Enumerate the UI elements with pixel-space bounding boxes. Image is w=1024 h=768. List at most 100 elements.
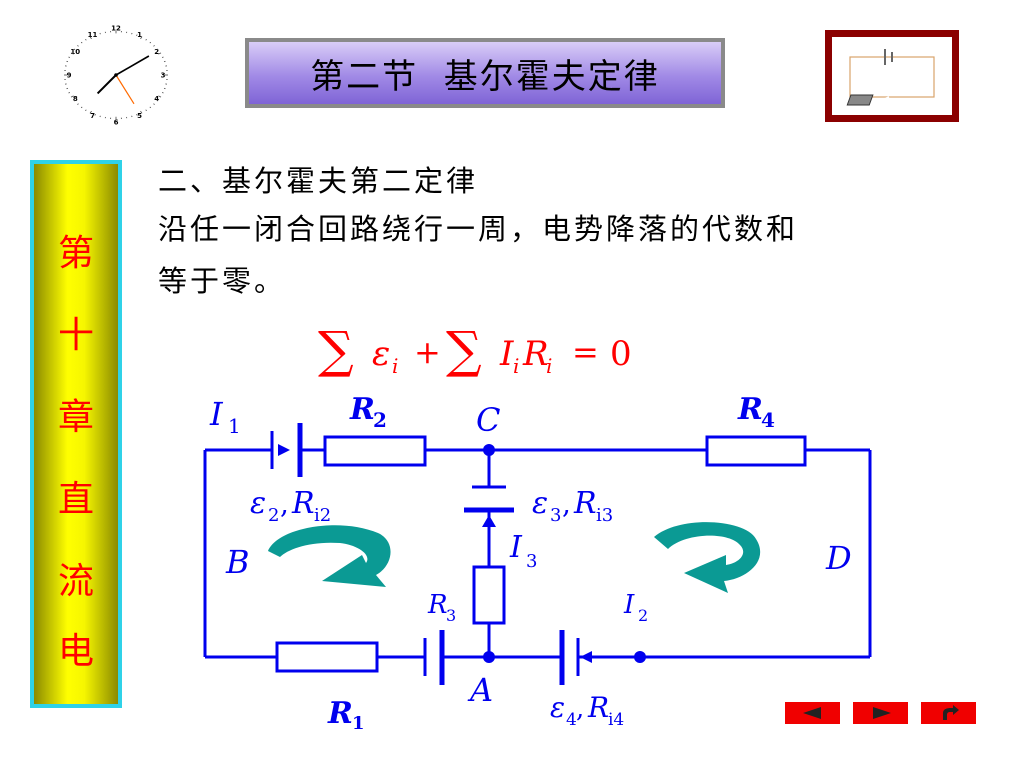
formula-equals: = (572, 333, 599, 371)
formula-epsilon: ε (372, 334, 390, 374)
clock-tick (131, 115, 133, 118)
clock-hour-hand (96, 74, 117, 95)
label-r2-sub: 2 (373, 408, 387, 432)
title-banner: 第二节 基尔霍夫定律 (245, 38, 725, 108)
clock-tick (73, 99, 76, 102)
formula-epsilon-sub: i (392, 354, 398, 378)
clock-tick (70, 95, 74, 98)
clock-tick (89, 36, 92, 40)
formula-current: I (499, 334, 514, 374)
clock-number: 5 (137, 112, 142, 120)
resistor-r3 (472, 565, 506, 625)
clock-number: 9 (67, 72, 72, 80)
current-arrow-i1 (278, 444, 290, 456)
law-statement-line2: 等于零。 (158, 264, 287, 298)
label-i1: I (209, 395, 224, 433)
clock-number: 6 (114, 119, 119, 127)
clock-number: 3 (161, 72, 166, 80)
label-i3: I (509, 530, 523, 565)
clock-tick (77, 103, 79, 105)
clock-tick (131, 32, 133, 35)
return-button[interactable] (921, 702, 976, 724)
section-subtitle: 二、基尔霍夫第二定律 (158, 164, 479, 198)
label-r1: R (327, 696, 353, 731)
sidebar-char: 流 (57, 561, 94, 602)
circuit-labels: I 1 R 2 C R 4 ε 2 , R i2 ε 3 , R i3 I 3 … (209, 392, 852, 734)
label-e2-comma: , (280, 487, 289, 520)
label-r1-sub: 1 (352, 713, 365, 734)
clock-number: 7 (90, 112, 95, 120)
label-r3: R (427, 590, 448, 620)
resistor-r4 (705, 435, 807, 467)
clock-tick (153, 103, 155, 105)
clock-tick (149, 106, 152, 109)
label-e2-sub: 2 (268, 505, 279, 526)
clock-tick (136, 34, 138, 37)
circuit-wires (203, 448, 872, 659)
mini-circuit-icon (846, 49, 935, 106)
clock-tick (80, 106, 83, 109)
current-arrows (278, 444, 592, 663)
label-i3-sub: 3 (526, 551, 537, 572)
formula-sum-symbol-2: ∑ (446, 321, 482, 379)
current-arrow-i2 (580, 651, 592, 663)
clock-tick (161, 92, 164, 94)
triangle-left-icon (802, 707, 821, 719)
page-title: 第二节 基尔霍夫定律 (310, 56, 660, 97)
clock-tick (145, 38, 147, 41)
clock-tick (73, 48, 76, 51)
clock-number: 2 (154, 48, 159, 56)
sidebar-char: 章 (57, 397, 94, 438)
label-ri4: R (587, 691, 609, 724)
clock-tick (99, 115, 101, 118)
junction-c (483, 444, 495, 456)
label-ri2-sub: i2 (314, 505, 331, 526)
formula-zero: 0 (610, 334, 632, 374)
label-e4: ε (550, 691, 565, 724)
label-node-d: D (825, 539, 852, 577)
label-e4-comma: , (576, 694, 584, 724)
junction-dots (483, 444, 646, 663)
label-r4: R (737, 392, 763, 427)
sidebar-char: 第 (57, 233, 94, 274)
next-slide-button[interactable] (853, 702, 908, 724)
label-r2: R (349, 392, 375, 427)
prev-slide-button[interactable] (785, 702, 840, 724)
clock-number: 4 (154, 95, 159, 103)
formula-sum-symbol: ∑ (318, 321, 354, 379)
label-e3: ε (532, 486, 548, 521)
sidebar-char: 直 (57, 479, 94, 520)
formula-resistance: R (522, 334, 549, 374)
clock-tick (140, 36, 143, 40)
clock-tick (89, 110, 92, 114)
label-node-a: A (467, 671, 493, 709)
clock-number: 12 (111, 25, 121, 33)
clock-tick (94, 34, 96, 37)
clock-tick (99, 32, 101, 35)
label-r4-sub: 4 (761, 408, 775, 432)
resistors (275, 435, 807, 673)
clock-tick (158, 95, 162, 98)
current-arrow-i3 (482, 515, 496, 527)
kirchhoff-circuit-diagram: ∑ ε i + ∑ I i R i = 0 (203, 321, 872, 734)
circuit-frame-icon[interactable] (825, 30, 959, 122)
clock-number: 8 (73, 95, 78, 103)
clock-tick (85, 109, 87, 112)
loop-arrow-left-icon (268, 525, 391, 587)
clock-tick (140, 110, 143, 114)
junction-a (483, 651, 495, 663)
label-i2-sub: 2 (638, 606, 648, 625)
return-arrow-icon (942, 705, 959, 720)
label-i1-sub: 1 (228, 414, 241, 438)
formula-plus: + (414, 333, 441, 371)
clock-tick (70, 52, 74, 55)
chapter-sidebar: 第 十 章 直 流 电 (30, 160, 122, 708)
formula-current-sub: i (513, 354, 519, 378)
label-node-c: C (476, 401, 500, 439)
batteries (270, 423, 580, 685)
frame-inner (832, 37, 952, 115)
sidebar-char: 电 (57, 631, 94, 672)
triangle-right-icon (872, 707, 891, 719)
junction-point (634, 651, 646, 663)
